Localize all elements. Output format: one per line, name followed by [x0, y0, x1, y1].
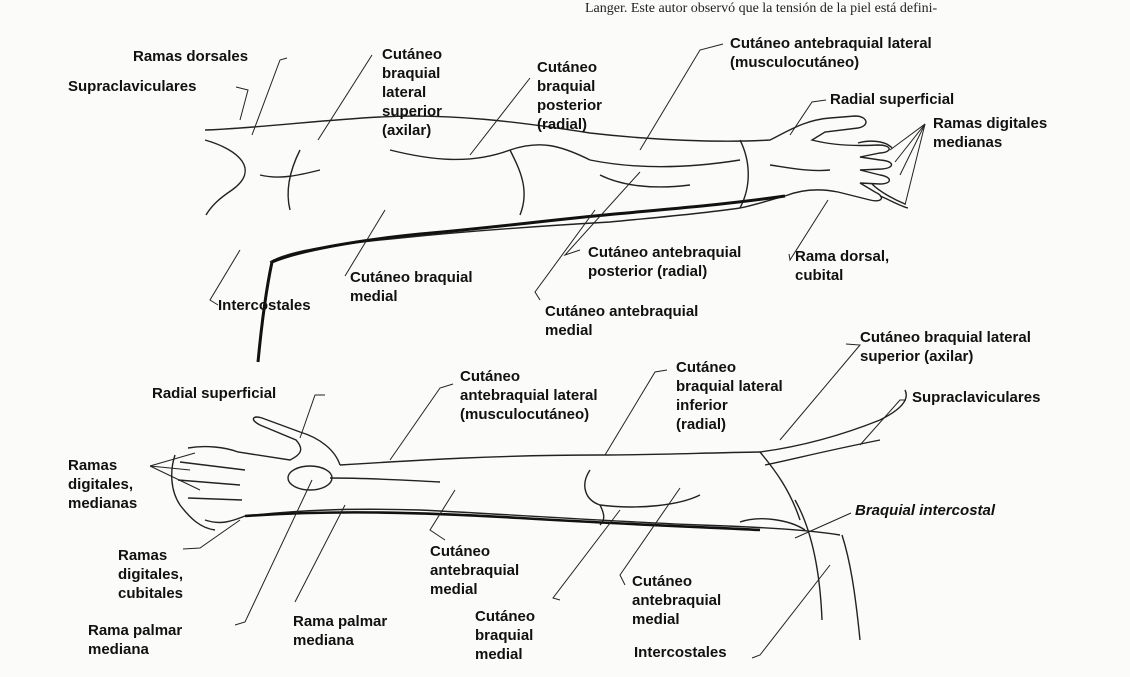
- label-braquial-intercostal: Braquial intercostal: [855, 502, 996, 519]
- label-cutaneo-antebraquial-medial-top: Cutáneo antebraquial medial: [545, 303, 699, 339]
- label-cutaneo-braquial-posterior: Cutáneo braquial posterior (radial): [537, 59, 603, 133]
- label-radial-superficial-top: Radial superficial: [830, 91, 955, 108]
- top-arm-medial-line: [271, 194, 786, 264]
- label-ramas-digitales-medianas-bottom: Ramas digitales, medianas: [68, 457, 138, 512]
- label-cutaneo-antebraquial-lateral-bottom: Cutáneo antebraquial lateral (musculocut…: [460, 368, 598, 423]
- label-ramas-digitales-cubitales: Ramas digitales, cubitales: [118, 547, 184, 602]
- label-cutaneo-braquial-medial-top: Cutáneo braquial medial: [350, 269, 473, 305]
- label-rama-dorsal-cubital: Rama dorsal, cubital: [795, 248, 890, 284]
- label-cutaneo-braquial-lateral-inferior: Cutáneo braquial lateral inferior (radia…: [676, 359, 783, 433]
- label-rama-palmar-mediana-left: Rama palmar mediana: [88, 622, 183, 658]
- label-ramas-dorsales: Ramas dorsales: [133, 48, 249, 65]
- label-cutaneo-antebraquial-posterior: Cutáneo antebraquial posterior (radial): [588, 244, 742, 280]
- label-rama-palmar-mediana-center: Rama palmar mediana: [293, 613, 388, 649]
- bottom-arm-outline: [171, 389, 907, 641]
- top-arm-vertical-line: [256, 261, 274, 363]
- label-cutaneo-antebraquial-lateral-top: Cutáneo antebraquial lateral (musculocut…: [730, 35, 932, 71]
- top-arm-outline: [204, 115, 909, 263]
- label-ramas-digitales-medianas-top: Ramas digitales medianas: [933, 115, 1048, 151]
- label-cutaneo-braquial-lateral-superior: Cutáneo braquial lateral superior (axila…: [382, 46, 443, 139]
- label-supraclaviculares-bottom: Supraclaviculares: [912, 389, 1041, 406]
- bottom-arm-medial-line: [244, 511, 761, 532]
- background-page-text: Langer. Este autor observó que la tensió…: [585, 1, 938, 16]
- label-cutaneo-braquial-medial-bottom: Cutáneo braquial medial: [475, 608, 535, 663]
- label-cutaneo-braquial-lateral-superior-axilar: Cutáneo braquial lateral superior (axila…: [860, 329, 1031, 365]
- label-intercostales-bottom: Intercostales: [634, 644, 727, 661]
- label-radial-superficial-bottom: Radial superficial: [152, 385, 277, 402]
- leader-lines: [149, 43, 926, 659]
- label-cutaneo-antebraquial-medial-bottom-2: Cutáneo antebraquial medial: [632, 573, 722, 628]
- label-cutaneo-antebraquial-medial-bottom-1: Cutáneo antebraquial medial: [430, 543, 520, 598]
- label-intercostales-top: Intercostales: [218, 297, 311, 314]
- label-supraclaviculares-top: Supraclaviculares: [68, 78, 197, 95]
